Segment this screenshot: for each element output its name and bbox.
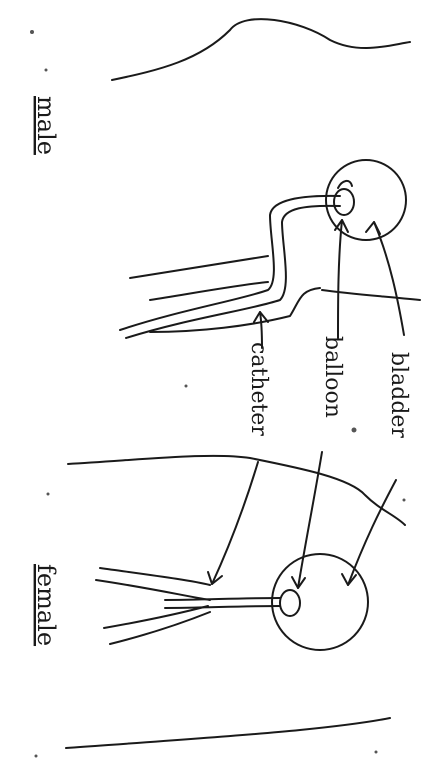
male-waist-line [322, 290, 420, 300]
male-balloon-tip [338, 181, 352, 188]
speck [352, 428, 357, 433]
speck [403, 499, 406, 502]
male-balloon [334, 189, 354, 215]
arrow-bladder-female [348, 480, 396, 585]
label-balloon: balloon [320, 336, 345, 418]
male-bladder [326, 160, 406, 240]
speck [35, 755, 38, 758]
arrow-bladder-female-head [342, 574, 356, 585]
speck [30, 30, 34, 34]
male-urethra-line [150, 282, 268, 300]
section-label-male: male [32, 96, 60, 155]
female-body-outline-top [68, 456, 405, 525]
arrow-catheter-female [212, 462, 258, 584]
female-leg-lower-1 [104, 606, 208, 628]
female-catheter-tube-2 [165, 606, 280, 608]
label-catheter: catheter [246, 342, 271, 436]
male-urethra-upper [130, 256, 268, 278]
male-body-outline-top [112, 19, 410, 80]
arrow-balloon-female [298, 452, 322, 588]
speck [47, 493, 50, 496]
female-catheter-tube [165, 598, 280, 600]
section-label-female: female [32, 564, 60, 646]
female-balloon [280, 590, 300, 616]
label-bladder: bladder [386, 352, 411, 438]
female-leg-upper-2 [96, 580, 210, 600]
female-body-outline-bottom [66, 718, 390, 748]
speck [185, 385, 188, 388]
speck [375, 751, 378, 754]
arrow-balloon-male [338, 220, 342, 338]
speck [45, 69, 48, 72]
